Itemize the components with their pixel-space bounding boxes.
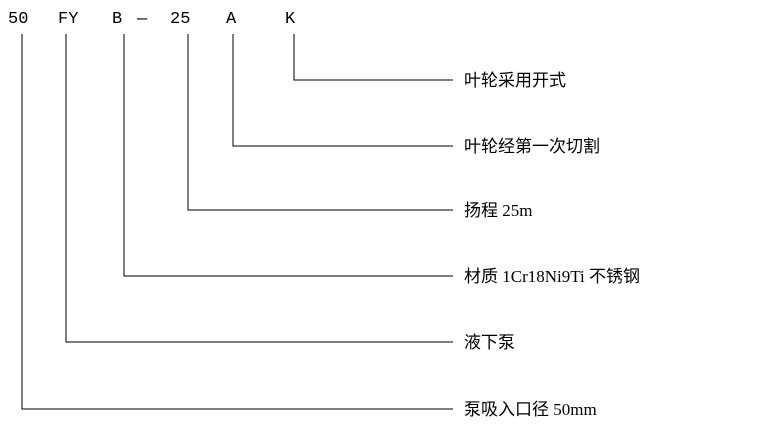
label-inlet-caliber: 泵吸入口径 50mm <box>464 400 597 419</box>
code-part-dash: — <box>136 10 148 29</box>
label-submerged-pump: 液下泵 <box>464 333 515 352</box>
code-part-head: 25 <box>170 10 190 29</box>
code-part-series: FY <box>58 10 78 29</box>
leader-line-open <box>293 34 453 81</box>
leader-line-material <box>123 34 453 277</box>
label-impeller-cut: 叶轮经第一次切割 <box>464 137 600 156</box>
leader-line-caliber <box>21 34 453 410</box>
code-part-cut: A <box>226 10 237 29</box>
label-open-impeller: 叶轮采用开式 <box>464 71 566 90</box>
leader-line-head <box>187 34 453 211</box>
label-head: 扬程 25m <box>464 201 532 220</box>
model-code-row: 50 FY B — 25 A K <box>8 10 296 29</box>
leader-line-cut <box>232 34 453 147</box>
leader-lines <box>21 34 453 410</box>
code-part-material: B <box>112 10 122 29</box>
code-part-caliber: 50 <box>8 10 28 29</box>
code-part-open: K <box>285 10 296 29</box>
label-material: 材质 1Cr18Ni9Ti 不锈钢 <box>464 267 640 286</box>
leader-line-series <box>65 34 453 343</box>
annotation-labels: 叶轮采用开式 叶轮经第一次切割 扬程 25m 材质 1Cr18Ni9Ti 不锈钢… <box>464 71 640 419</box>
